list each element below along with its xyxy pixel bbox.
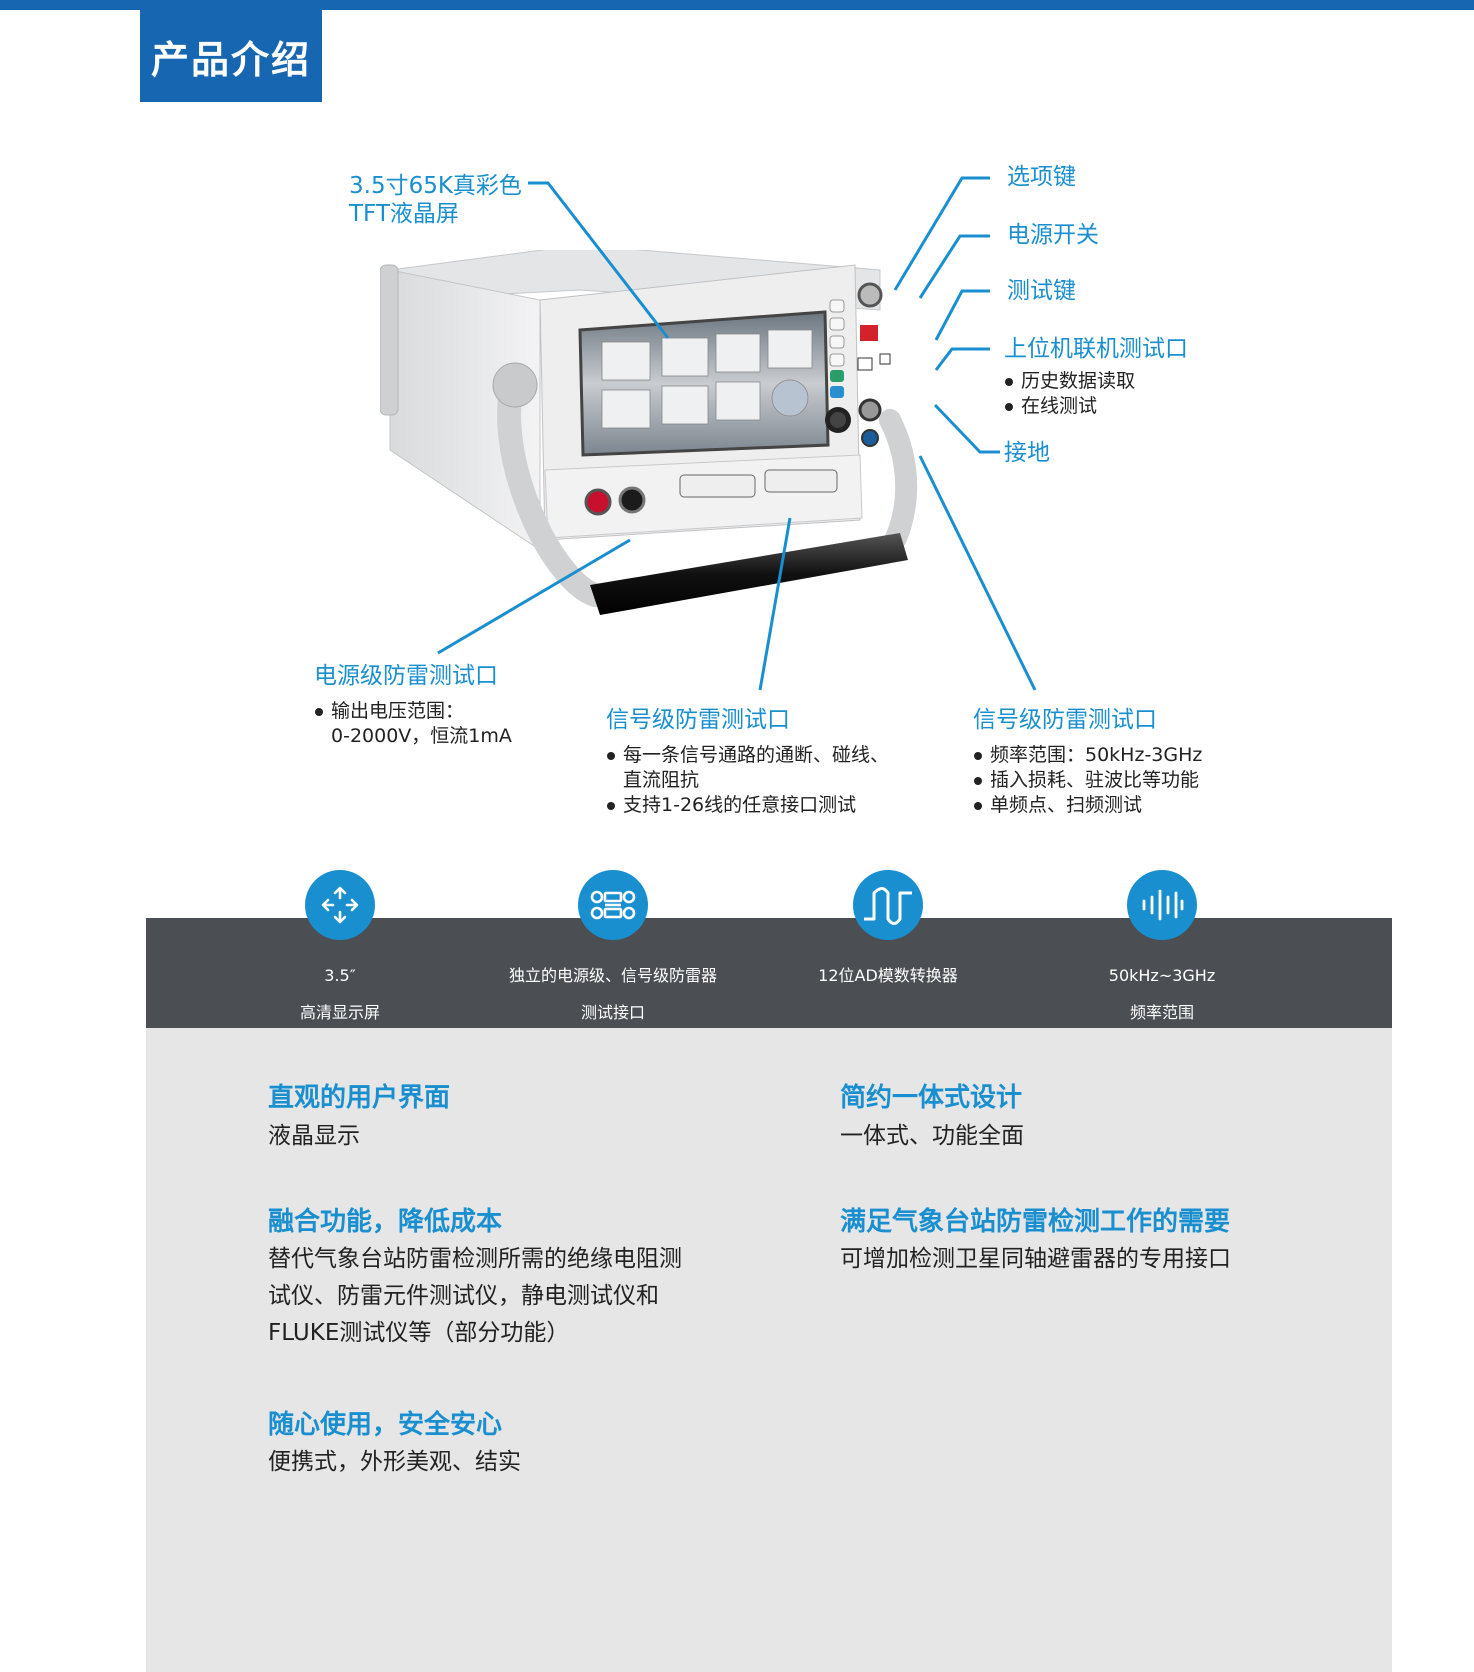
power-spd-bullet-text: 输出电压范围： bbox=[331, 700, 465, 722]
signal-spd-1-bullets: 每一条信号通路的通断、碰线、 直流阻抗 支持1-26线的任意接口测试 bbox=[606, 743, 889, 818]
callout-pc-port: 上位机联机测试口 bbox=[1004, 336, 1188, 362]
pc-port-bullet: 在线测试 bbox=[1004, 394, 1135, 419]
section-needs-title: 满足气象台站防雷检测工作的需要 bbox=[840, 1207, 1231, 1237]
section-needs-body: 可增加检测卫星同轴避雷器的专用接口 bbox=[840, 1246, 1231, 1272]
feature-display-line1: 3.5″ bbox=[324, 966, 356, 985]
power-spd-bullet-cont: 0-2000V，恒流1mA bbox=[331, 725, 512, 747]
section-ui-title: 直观的用户界面 bbox=[268, 1083, 451, 1113]
callout-power-switch: 电源开关 bbox=[1007, 222, 1099, 248]
signal-spd-1-bullet: 每一条信号通路的通断、碰线、 直流阻抗 bbox=[606, 743, 889, 793]
section-cost-body: 替代气象台站防雷检测所需的绝缘电阻测 试仪、防雷元件测试仪，静电测试仪和 FLU… bbox=[268, 1241, 682, 1352]
feature-display-line2: 高清显示屏 bbox=[299, 1003, 380, 1022]
ports-icon bbox=[578, 870, 648, 940]
callout-ground: 接地 bbox=[1004, 440, 1050, 466]
power-spd-bullet: 输出电压范围： 0-2000V，恒流1mA bbox=[314, 699, 512, 749]
feature-adc-line1: 12位AD模数转换器 bbox=[818, 966, 958, 985]
page-title: 产品介绍 bbox=[140, 10, 322, 102]
section-cost-line: 试仪、防雷元件测试仪，静电测试仪和 bbox=[268, 1283, 659, 1309]
callout-screen-line1: 3.5寸65K真彩色 bbox=[349, 173, 522, 199]
feature-ports-line2: 测试接口 bbox=[580, 1003, 645, 1022]
callout-signal-spd-2: 信号级防雷测试口 bbox=[973, 707, 1157, 733]
power-spd-bullets: 输出电压范围： 0-2000V，恒流1mA bbox=[314, 699, 512, 749]
callout-test-key: 测试键 bbox=[1007, 278, 1076, 304]
signal-spd-2-bullet: 插入损耗、驻波比等功能 bbox=[973, 768, 1202, 793]
top-bar bbox=[0, 0, 1474, 10]
square-wave-icon bbox=[853, 870, 923, 940]
signal-spd-1-bullet: 支持1-26线的任意接口测试 bbox=[606, 793, 889, 818]
feature-frequency-line2: 频率范围 bbox=[1129, 1003, 1194, 1022]
section-design-body: 一体式、功能全面 bbox=[840, 1123, 1024, 1149]
soundwave-icon bbox=[1127, 870, 1197, 940]
feature-ports-line1: 独立的电源级、信号级防雷器 bbox=[508, 966, 717, 985]
signal-spd-2-bullet: 频率范围：50kHz-3GHz bbox=[973, 743, 1202, 768]
section-ui-body: 液晶显示 bbox=[268, 1123, 360, 1149]
section-cost-line: FLUKE测试仪等（部分功能） bbox=[268, 1320, 570, 1346]
section-cost-line: 替代气象台站防雷检测所需的绝缘电阻测 bbox=[268, 1246, 682, 1272]
callout-option-key: 选项键 bbox=[1007, 164, 1076, 190]
callout-screen-line2: TFT液晶屏 bbox=[349, 201, 459, 227]
pc-port-bullet: 历史数据读取 bbox=[1004, 369, 1135, 394]
callout-power-spd: 电源级防雷测试口 bbox=[314, 663, 498, 689]
arrows-icon bbox=[305, 870, 375, 940]
section-safe-body: 便携式，外形美观、结实 bbox=[268, 1449, 521, 1475]
callout-screen: 3.5寸65K真彩色 TFT液晶屏 bbox=[349, 172, 522, 228]
signal-spd-1-bullet1: 每一条信号通路的通断、碰线、 bbox=[623, 744, 890, 766]
section-design-title: 简约一体式设计 bbox=[840, 1083, 1023, 1113]
callout-lines bbox=[437, 176, 1037, 691]
section-cost-title: 融合功能，降低成本 bbox=[268, 1207, 503, 1237]
device-illustration bbox=[380, 250, 918, 615]
callout-signal-spd-1: 信号级防雷测试口 bbox=[606, 707, 790, 733]
signal-spd-2-bullets: 频率范围：50kHz-3GHz 插入损耗、驻波比等功能 单频点、扫频测试 bbox=[973, 743, 1202, 818]
feature-frequency-line1: 50kHz~3GHz bbox=[1108, 966, 1216, 985]
signal-spd-2-bullet: 单频点、扫频测试 bbox=[973, 793, 1202, 818]
detail-panel bbox=[146, 1028, 1392, 1672]
pc-port-bullets: 历史数据读取 在线测试 bbox=[1004, 369, 1135, 419]
signal-spd-1-bullet1-cont: 直流阻抗 bbox=[623, 769, 700, 791]
section-safe-title: 随心使用，安全安心 bbox=[268, 1410, 503, 1440]
